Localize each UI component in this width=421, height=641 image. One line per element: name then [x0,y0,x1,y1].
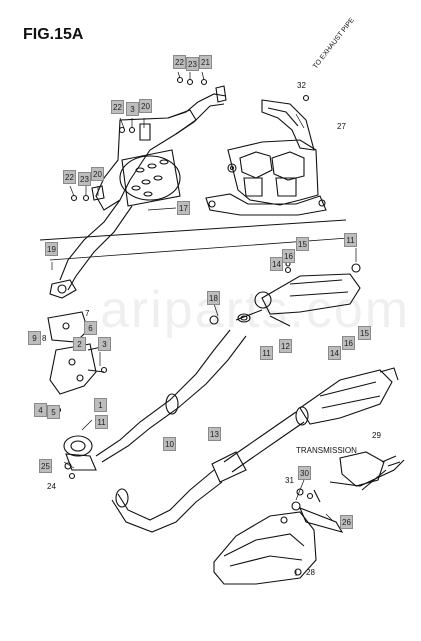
callout-14: 14 [270,257,283,271]
callout-23: 23 [78,172,91,186]
callout-5: 5 [47,405,60,419]
callout-11: 11 [344,233,357,247]
catalytic-converter-lower [295,367,399,426]
callout-20: 20 [139,99,152,113]
manifold-heat-shield [261,94,315,151]
callout-12: 12 [279,339,292,353]
callout-26: 26 [340,515,353,529]
watermark: ariparts.com [100,281,411,339]
callout-14: 14 [328,346,341,360]
callout-11: 11 [95,415,108,429]
muffler-hangers [91,85,227,201]
catalytic-converter-upper [235,273,361,327]
leader-lines [51,71,357,576]
callout-22: 22 [111,100,124,114]
support-bracket-assembly [47,311,107,395]
label-8: 8 [42,334,47,343]
callout-23: 23 [186,57,199,71]
label-28: 28 [306,568,315,577]
figure-title: FIG.15A [23,26,84,43]
callout-15: 15 [358,326,371,340]
callout-2: 2 [73,337,86,351]
label-24: 24 [47,482,56,491]
center-pipe [111,411,305,533]
callout-6: 6 [84,321,97,335]
callout-4: 4 [34,403,47,417]
callout-1: 1 [94,398,107,412]
callout-10: 10 [163,437,176,451]
oxygen-sensor [291,489,344,533]
transmission-label: TRANSMISSION [296,446,357,455]
exhaust-manifold [205,139,327,216]
lower-heat-shield [213,511,317,585]
callout-3: 3 [98,337,111,351]
label-7: 7 [85,309,90,318]
callout-3: 3 [126,102,139,116]
callout-9: 9 [28,331,41,345]
callout-13: 13 [208,427,221,441]
callout-16: 16 [282,249,295,263]
flange-19 [49,279,77,299]
callout-19: 19 [45,242,58,256]
callout-20: 20 [91,167,104,181]
callout-18: 18 [207,291,220,305]
label-27: 27 [337,122,346,131]
callout-22: 22 [63,170,76,184]
callout-15: 15 [296,237,309,251]
label-32: 32 [297,81,306,90]
label-29: 29 [372,431,381,440]
label-31: 31 [285,476,294,485]
transmission-parts [329,451,405,491]
callout-11: 11 [260,346,273,360]
callout-16: 16 [342,336,355,350]
callout-30: 30 [298,466,311,480]
callout-22: 22 [173,55,186,69]
callout-17: 17 [177,201,190,215]
front-muffler [59,93,227,291]
callout-21: 21 [199,55,212,69]
fasteners [40,76,361,500]
front-pipe [63,329,247,471]
callout-25: 25 [39,459,52,473]
